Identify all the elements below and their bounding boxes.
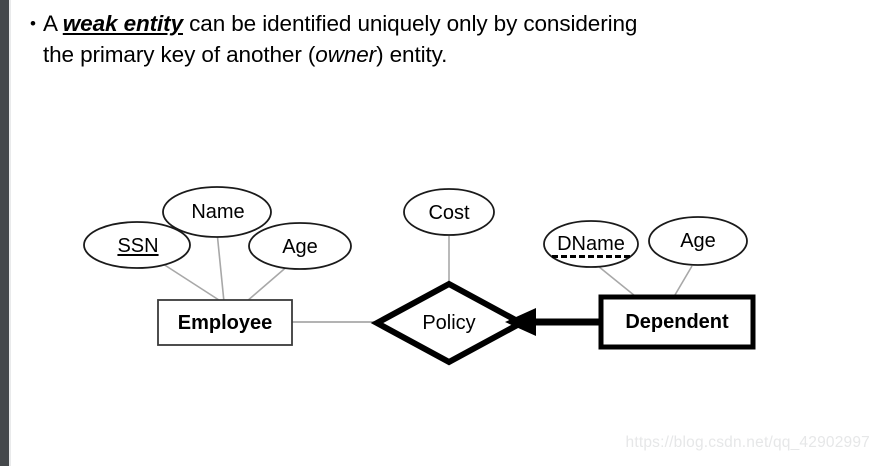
attribute-ellipse-cost bbox=[403, 188, 495, 236]
attribute-ellipse-dname bbox=[543, 220, 639, 268]
left-rail-strip bbox=[0, 0, 9, 466]
connector-name-employee bbox=[216, 231, 225, 303]
attribute-ellipse-age-dependent bbox=[648, 216, 748, 266]
bullet-line-1-post: can be identified uniquely only by consi… bbox=[182, 11, 638, 36]
connector-age-dependent bbox=[671, 265, 693, 301]
attribute-connector-group bbox=[159, 231, 693, 303]
bullet-line-1-text: A weak entity can be identified uniquely… bbox=[43, 8, 637, 39]
arrow-dependent-to-policy bbox=[505, 308, 601, 336]
entity-box-employee bbox=[157, 299, 293, 346]
bullet-marker-icon: • bbox=[30, 14, 36, 33]
bullet-emphasis-owner: owner bbox=[315, 42, 377, 67]
watermark-text: https://blog.csdn.net/qq_42902997 bbox=[625, 434, 870, 451]
bullet-block: • A weak entity can be identified unique… bbox=[30, 8, 850, 70]
attribute-ellipse-group bbox=[83, 186, 748, 270]
connector-age-employee bbox=[245, 263, 291, 303]
attribute-ellipse-ssn bbox=[83, 221, 191, 269]
bullet-line-2: • the primary key of another (owner) ent… bbox=[30, 39, 850, 70]
bullet-line-2-text: the primary key of another (owner) entit… bbox=[43, 39, 447, 70]
relationship-diamond-policy bbox=[370, 280, 528, 366]
bullet-line-2-pre: the primary key of another ( bbox=[42, 42, 316, 67]
entity-box-dependent bbox=[598, 294, 756, 350]
bullet-emphasis-weak-entity: weak entity bbox=[62, 11, 183, 36]
rail-seam bbox=[9, 0, 11, 466]
attribute-ellipse-age-employee bbox=[248, 222, 352, 270]
bullet-line-1: • A weak entity can be identified unique… bbox=[30, 8, 850, 39]
connector-ssn-employee bbox=[159, 261, 223, 303]
bullet-line-1-pre: A bbox=[42, 11, 63, 36]
bullet-line-2-post: ) entity. bbox=[376, 42, 448, 67]
connector-dname-dependent bbox=[592, 261, 641, 301]
arrow-head-icon bbox=[505, 308, 536, 336]
attribute-ellipse-name bbox=[162, 186, 272, 238]
